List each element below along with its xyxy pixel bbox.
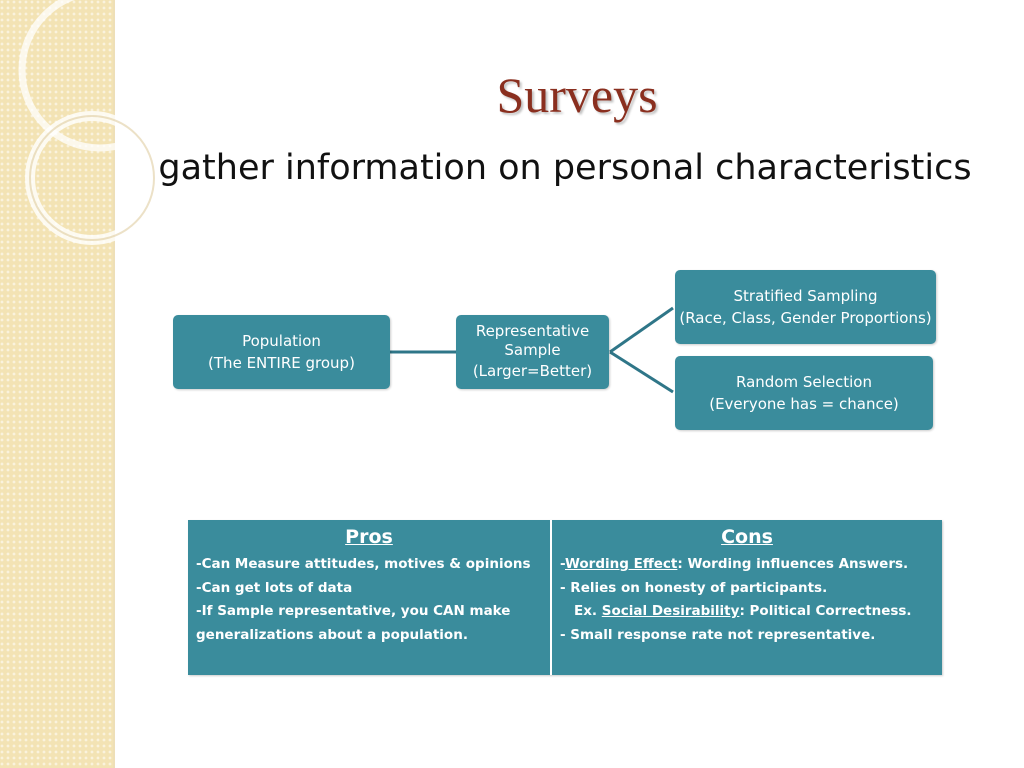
cons-item: -Wording Effect: Wording influences Answ… [560, 553, 934, 577]
stratified-label: Stratified Sampling [733, 287, 878, 305]
cons-item-text: : Wording influences Answers. [677, 556, 909, 572]
cons-item: Ex. Social Desirability: Political Corre… [560, 600, 934, 624]
sample-description: (Larger=Better) [472, 362, 593, 380]
population-label: Population [242, 332, 321, 350]
slide-title: Surveys [496, 67, 658, 123]
cons-prefix: - [560, 556, 565, 572]
random-label: Random Selection [736, 373, 872, 391]
pros-column: Pros -Can Measure attitudes, motives & o… [188, 520, 552, 675]
cons-item-text: : Political Correctness. [739, 603, 912, 619]
stratified-description: (Race, Class, Gender Proportions) [679, 309, 932, 327]
sample-label-line1: Representative [475, 322, 590, 340]
pros-item: -If Sample representative, you CAN make [196, 603, 511, 619]
cons-item: - Relies on honesty of participants. [560, 579, 828, 596]
representative-sample-box: Representative Sample (Larger=Better) [456, 315, 609, 389]
social-desirability-term: Social Desirability [601, 603, 740, 619]
stratified-sampling-box: Stratified Sampling (Race, Class, Gender… [675, 270, 936, 344]
pros-item: generalizations about a population. [196, 626, 468, 643]
wording-effect-term: Wording Effect [565, 556, 678, 572]
population-box: Population (The ENTIRE group) [173, 315, 390, 389]
decorative-rings [18, 0, 182, 245]
cons-header: Cons [721, 526, 773, 548]
sample-label-line2: Sample [504, 341, 561, 359]
slide-subtitle: gather information on personal character… [158, 148, 972, 188]
random-selection-box: Random Selection (Everyone has = chance) [675, 356, 933, 430]
population-description: (The ENTIRE group) [208, 354, 355, 372]
cons-item: - Small response rate not representative… [560, 626, 876, 643]
pros-item: -Can Measure attitudes, motives & opinio… [196, 556, 531, 572]
pros-cons-table: Pros -Can Measure attitudes, motives & o… [188, 520, 942, 675]
cons-column: Cons -Wording Effect: Wording influences… [552, 520, 942, 675]
pros-header: Pros [345, 526, 393, 548]
random-description: (Everyone has = chance) [709, 395, 899, 413]
cons-prefix: Ex. [574, 603, 602, 619]
pros-item: -Can get lots of data [196, 579, 353, 596]
